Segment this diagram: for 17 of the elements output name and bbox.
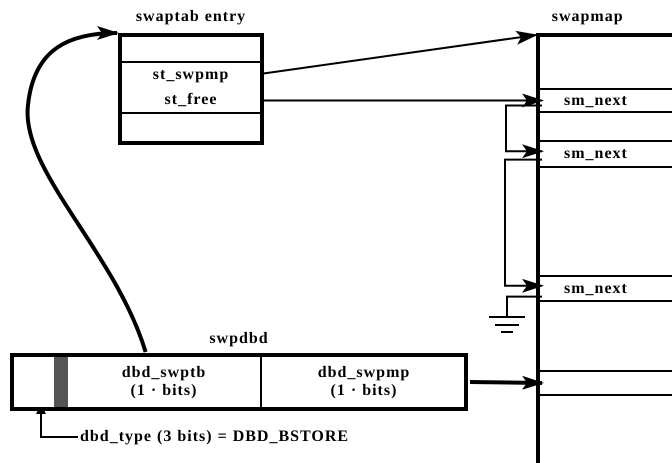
- field-cell: sm_next: [540, 275, 672, 302]
- field-note: dbd_type (3 bits) = DBD_BSTORE: [80, 427, 420, 447]
- field-cell: sm_next: [540, 88, 672, 113]
- field-cell: st_swpmp: [122, 61, 260, 87]
- ground-icon: [489, 316, 525, 334]
- arrow: [504, 158, 544, 293]
- arrow: [505, 104, 544, 158]
- field-cell: dbd_swptb (1 · bits): [68, 357, 262, 407]
- field-cell: st_free: [122, 87, 260, 114]
- empty-field-cell: [540, 370, 672, 396]
- struct-title: swpdbd: [208, 330, 270, 348]
- arrow: [470, 376, 544, 390]
- field-cell: sm_next: [540, 140, 672, 168]
- arrow: [26, 26, 148, 353]
- struct-title: swapmap: [550, 8, 625, 26]
- field-cell: dbd_swpmp (1 · bits): [264, 357, 464, 407]
- struct-title: swaptab entry: [134, 8, 248, 26]
